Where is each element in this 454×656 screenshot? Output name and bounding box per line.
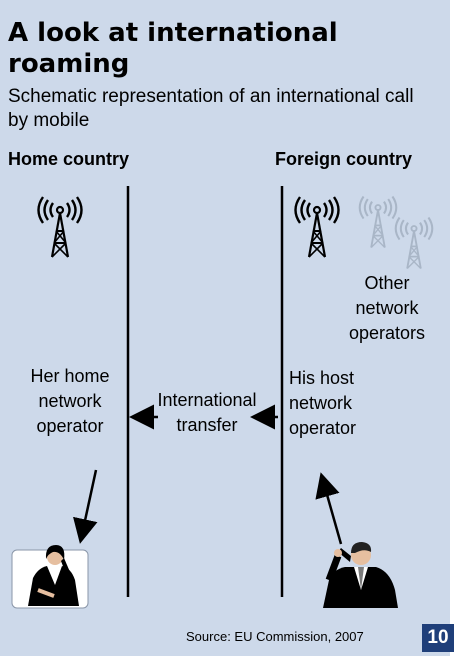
call-arrow-down [73, 469, 98, 544]
source-note: Source: EU Commission, 2007 [186, 629, 364, 644]
page-title: A look at international roaming [8, 18, 338, 79]
man-on-phone-icon [323, 542, 398, 608]
page-number-badge: 10 [422, 624, 454, 652]
call-arrow-up [315, 472, 343, 545]
host-operator-label: His host network operator [289, 368, 357, 438]
other-tower-icon-2 [394, 216, 434, 270]
foreign-country-heading: Foreign country [275, 149, 413, 169]
international-transfer-label: International transfer [157, 390, 257, 435]
other-tower-icon [358, 195, 398, 249]
woman-on-phone-icon [11, 545, 89, 609]
other-operators-label: Other network operators [348, 273, 426, 343]
subtitle: Schematic representation of an internati… [8, 86, 414, 131]
foreign-tower-icon [294, 195, 340, 259]
home-tower-icon [37, 195, 83, 259]
home-operator-label: Her home network operator [30, 366, 110, 436]
home-country-heading: Home country [8, 149, 130, 169]
